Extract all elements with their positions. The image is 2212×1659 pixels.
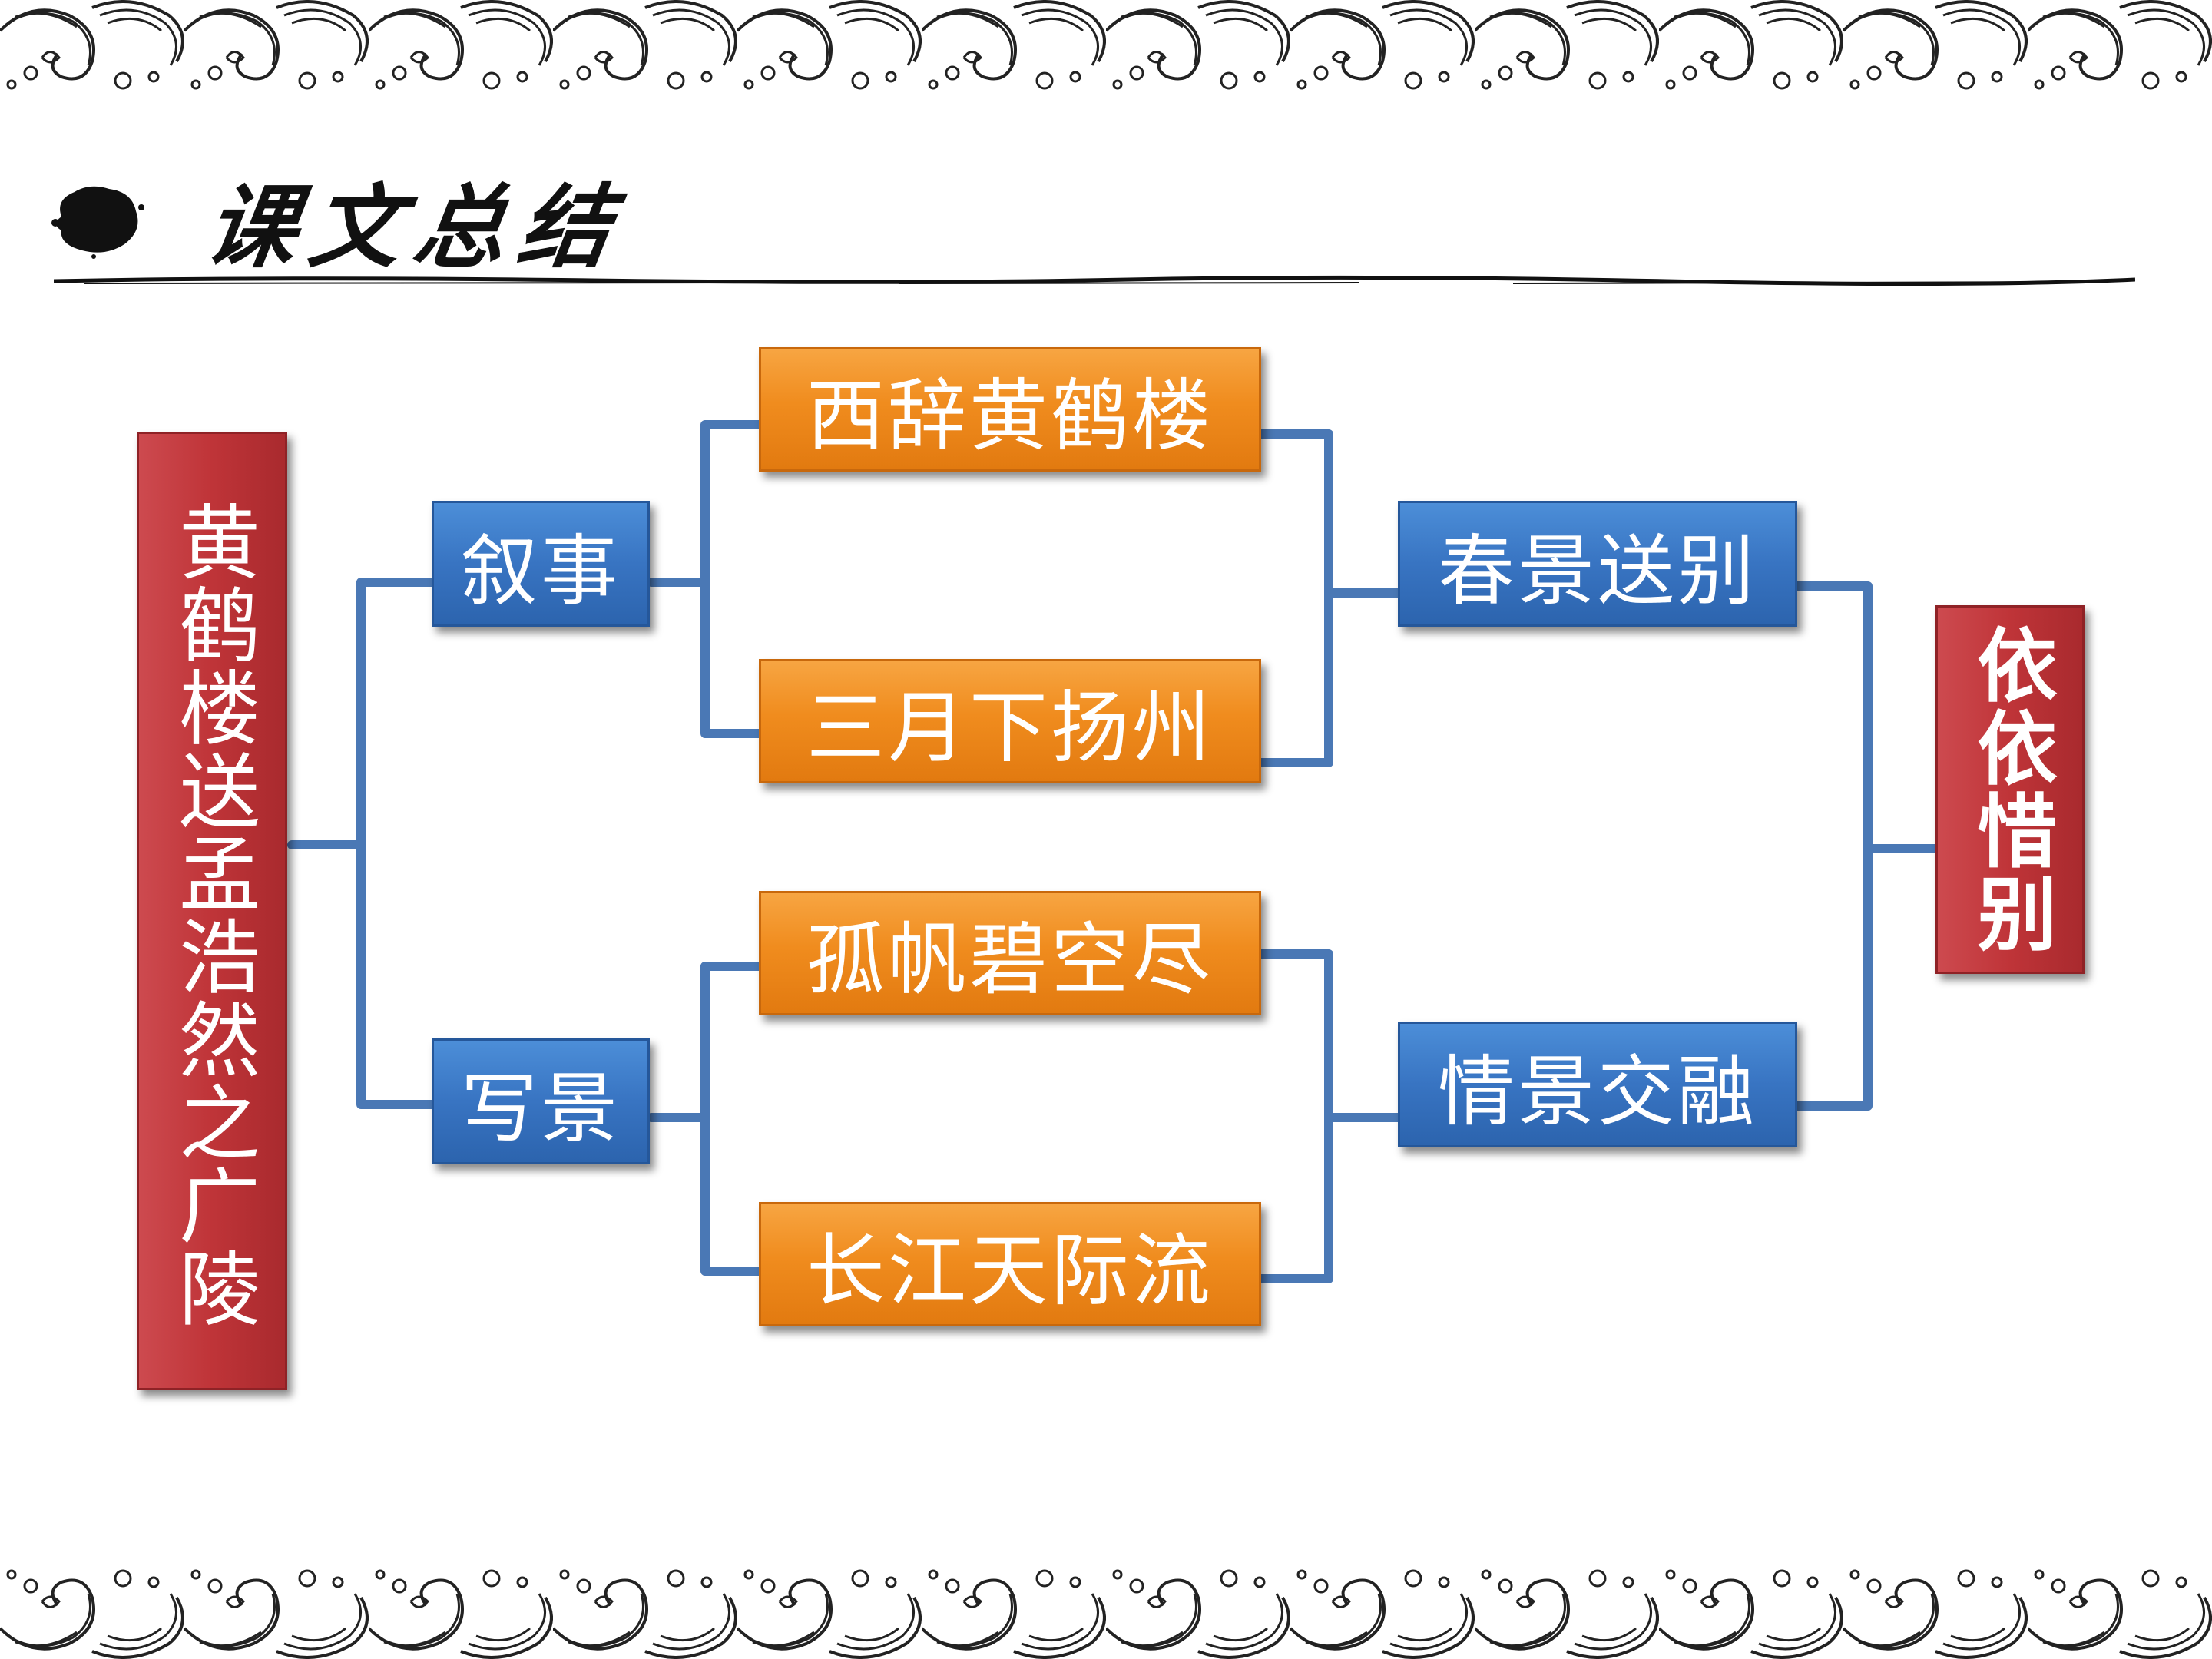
- top-wave-border: [0, 0, 2212, 96]
- connector-narrative-bracket: [647, 420, 765, 738]
- connector-fusion-bracket: [1255, 949, 1404, 1283]
- poem-line-3-box: 孤帆碧空尽: [759, 891, 1261, 1015]
- farewell-theme-box: 春景送别: [1398, 501, 1797, 627]
- connector-root-bracket: [287, 578, 438, 1109]
- connector-farewell-bracket: [1255, 429, 1404, 767]
- emotion-box: 依依惜别: [1936, 605, 2085, 974]
- narrative-box: 叙事: [432, 501, 650, 627]
- connector-scenery-bracket: [647, 962, 765, 1276]
- bottom-wave-border: [0, 1563, 2212, 1659]
- poem-line-2-box: 三月下扬州: [759, 659, 1261, 783]
- scenery-box: 写景: [432, 1038, 650, 1164]
- title-underline: [54, 275, 2135, 286]
- poem-line-1-box: 西辞黄鹤楼: [759, 347, 1261, 472]
- connector-emotion-bracket: [1793, 581, 1940, 1111]
- ink-blot-icon: [51, 186, 144, 259]
- fusion-theme-box: 情景交融: [1398, 1022, 1797, 1147]
- root-title-box: 黄鹤楼送孟浩然之广陵: [137, 432, 287, 1390]
- poem-line-4-box: 长江天际流: [759, 1202, 1261, 1326]
